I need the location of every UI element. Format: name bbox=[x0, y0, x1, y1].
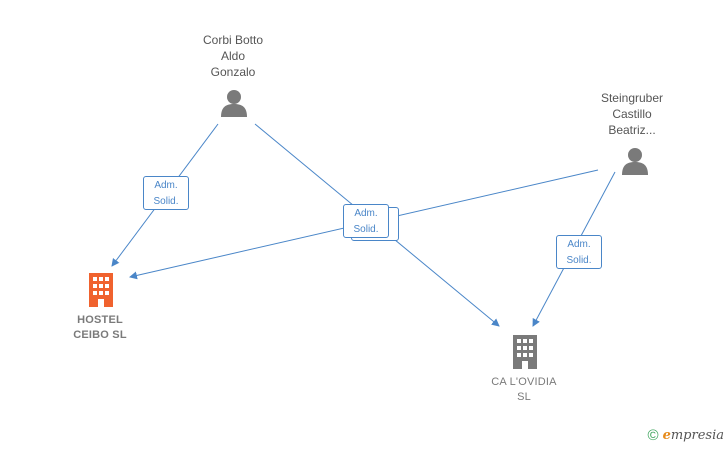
person-name-label: Steingruber Castillo Beatriz... bbox=[600, 91, 664, 137]
person-node-steingruber[interactable]: Steingruber Castillo Beatriz... bbox=[582, 90, 682, 138]
brand-footer: © empresia bbox=[648, 427, 724, 444]
brand-logo: empresia bbox=[662, 428, 724, 443]
company-node-hostel[interactable]: HOSTEL CEIBO SL bbox=[50, 313, 150, 343]
copyright-icon: © bbox=[647, 427, 659, 444]
company-node-ovidia[interactable]: CA L'OVIDIA SL bbox=[472, 375, 576, 405]
person-node-corbi[interactable]: Corbi Botto Aldo Gonzalo bbox=[183, 32, 283, 80]
company-name-label: HOSTEL CEIBO SL bbox=[73, 314, 127, 341]
company-name-label: CA L'OVIDIA SL bbox=[491, 376, 557, 403]
person-name-label: Corbi Botto Aldo Gonzalo bbox=[202, 33, 264, 79]
person-icon[interactable] bbox=[219, 88, 249, 118]
role-badge-steingruber-ovidia[interactable]: Adm. Solid. bbox=[556, 235, 602, 269]
role-badge-corbi-hostel[interactable]: Adm. Solid. bbox=[143, 176, 189, 210]
role-badge-corbi-ovidia[interactable]: Adm. Solid. bbox=[343, 204, 389, 238]
person-icon[interactable] bbox=[620, 146, 650, 176]
building-icon[interactable] bbox=[510, 335, 540, 369]
building-icon[interactable] bbox=[86, 273, 116, 307]
